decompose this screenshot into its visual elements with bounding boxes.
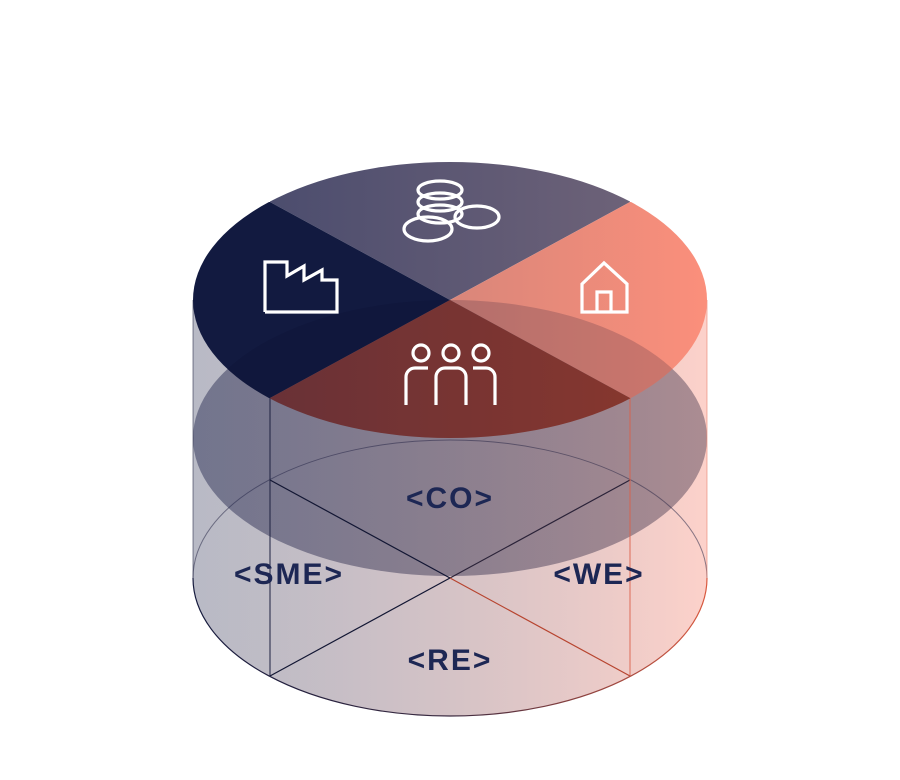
house-icon: [580, 260, 629, 314]
bottom-divider-left-front: [269, 577, 451, 677]
label-sme: <SME>: [234, 558, 344, 591]
bottom-divider-right-front: [449, 577, 631, 677]
label-co: <CO>: [406, 482, 494, 515]
top-wedge-re: [270, 300, 630, 438]
bottom-divider-left-back: [269, 479, 451, 579]
top-lens-overlay: [193, 300, 707, 438]
top-wedge-sme: [193, 202, 450, 398]
label-we: <WE>: [553, 558, 644, 591]
coins-icon: [402, 179, 501, 243]
label-re: <RE>: [408, 644, 493, 677]
top-wedge-we: [450, 202, 707, 398]
bottom-front-arc: [192, 577, 708, 717]
factory-icon: [263, 260, 339, 314]
bottom-divider-right-back: [449, 479, 631, 579]
people-icon: [404, 343, 497, 405]
